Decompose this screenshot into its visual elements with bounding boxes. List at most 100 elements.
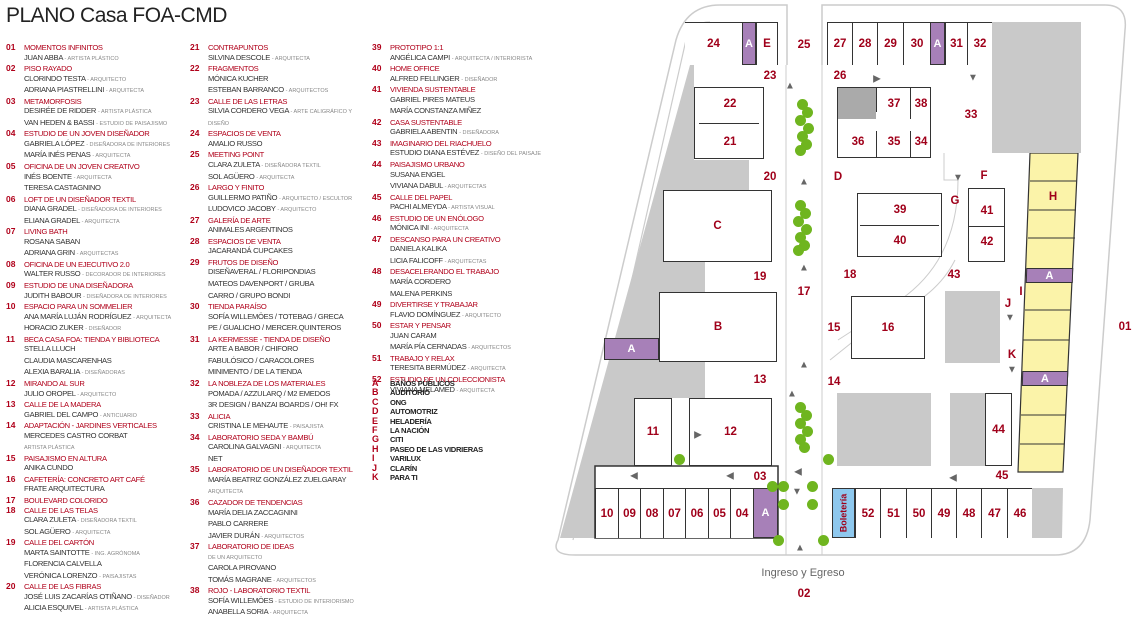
stand-31[interactable]: 31 bbox=[945, 22, 967, 65]
stand-46[interactable]: 46 bbox=[1007, 488, 1032, 538]
stand-50[interactable]: 50 bbox=[906, 488, 931, 538]
entry-number: 44 bbox=[372, 159, 382, 170]
legend-entry: 07Living bathROSANA SABAN ADRIANA GRIN -… bbox=[6, 227, 188, 260]
bathroom-a[interactable]: A bbox=[753, 488, 778, 538]
person-name: MARÍA INÉS PENAS bbox=[24, 150, 91, 160]
legend-entry: 23Calle de las letrasSILVIA CORDERO VEGA… bbox=[190, 96, 370, 130]
entry-title: Estudio de un joven diseñador bbox=[24, 129, 150, 139]
legend-entry: 09Estudio de una diseñadoraJUDITH BABOUR… bbox=[6, 280, 188, 302]
person-name: DISEÑAVERAL / FLORIPONDIAS bbox=[208, 267, 316, 277]
person-name: NET bbox=[208, 453, 223, 463]
person-name: PACHI ALMEYDA bbox=[390, 202, 447, 212]
stand-51[interactable]: 51 bbox=[880, 488, 906, 538]
person-name: ANA MARÍA LUJÁN RODRÍGUEZ bbox=[24, 311, 132, 321]
person-role: - DISEÑADORA TEXTIL bbox=[261, 163, 321, 170]
stand-08[interactable]: 08 bbox=[640, 488, 663, 538]
legend-entry: 03MetamorfosisDESIRÉE DE RIDDER - ARTIST… bbox=[6, 96, 188, 130]
stand-06[interactable]: 06 bbox=[685, 488, 708, 538]
entry-person: JUAN CARAM bbox=[390, 331, 552, 343]
stand-24[interactable]: 24 bbox=[685, 22, 742, 65]
room-11[interactable]: 11 bbox=[634, 398, 672, 466]
room-16-cafeteria[interactable]: 16 bbox=[851, 296, 925, 359]
arrow-right-icon: ▶ bbox=[694, 429, 702, 441]
entry-number: 39 bbox=[372, 42, 382, 52]
person-name: GABRIELA ABENTIN bbox=[390, 127, 458, 137]
entry-title: Meeting point bbox=[208, 150, 265, 160]
bathroom-a[interactable]: A bbox=[742, 22, 756, 65]
entry-title: Descanso para un creativo bbox=[390, 234, 501, 244]
person-name: ALICIA ESQUIVEL bbox=[24, 603, 83, 613]
room-c[interactable]: C bbox=[663, 190, 772, 262]
person-name: GABRIEL DEL CAMPO bbox=[24, 409, 99, 419]
stand-27[interactable]: 27 bbox=[827, 22, 852, 65]
stand-29[interactable]: 29 bbox=[877, 22, 903, 65]
room-12[interactable]: 12 bbox=[689, 398, 772, 466]
bathroom-a[interactable]: A bbox=[1025, 268, 1074, 283]
person-name: VIVIANA DABUL bbox=[390, 181, 443, 191]
person-name: MÓNICA INI bbox=[390, 223, 429, 233]
room-21-22[interactable]: 22 21 bbox=[694, 87, 764, 159]
area-25: 25 bbox=[797, 39, 811, 51]
entry-number: 04 bbox=[6, 128, 16, 139]
stand-30[interactable]: 30 bbox=[903, 22, 930, 65]
person-role: - ARQUITECTA bbox=[73, 174, 112, 181]
rooms-34-38[interactable]: 37 38 36 35 34 bbox=[837, 87, 931, 158]
stand-49[interactable]: 49 bbox=[931, 488, 956, 538]
entry-number: 51 bbox=[372, 352, 382, 363]
legend-entry: DAutomotriz bbox=[372, 406, 552, 416]
arrow-left-icon: ◀ bbox=[726, 470, 734, 482]
tree-icon bbox=[802, 426, 813, 437]
rooms-39-40[interactable]: 39 40 bbox=[857, 193, 942, 257]
stand-10[interactable]: 10 bbox=[595, 488, 618, 538]
entry-title: Laboratorio seda y bambú bbox=[208, 432, 314, 442]
stand-e[interactable]: E bbox=[756, 22, 778, 65]
stand-09[interactable]: 09 bbox=[618, 488, 640, 538]
entry-person: MÓNICA KUCHER bbox=[208, 74, 370, 86]
bathroom-a[interactable]: A bbox=[604, 338, 659, 360]
person-name: AMALIO RUSSO bbox=[208, 138, 263, 148]
stand-04[interactable]: 04 bbox=[730, 488, 753, 538]
ticket-office[interactable]: Boletería bbox=[832, 488, 855, 538]
person-role: - ARQUITECTO bbox=[87, 76, 127, 83]
tree-icon bbox=[807, 499, 818, 510]
legend-entry: HPaseo de las vidrieras bbox=[372, 444, 552, 454]
stand-47[interactable]: 47 bbox=[981, 488, 1007, 538]
entry-number: 26 bbox=[190, 182, 200, 193]
stand-07[interactable]: 07 bbox=[663, 488, 685, 538]
area-k: K bbox=[1007, 349, 1017, 361]
entry-number: 20 bbox=[6, 581, 16, 592]
rooms-41-42[interactable]: 41 42 bbox=[968, 188, 1005, 262]
person-name: CRISTINA LE MEHAUTE bbox=[208, 421, 288, 431]
person-name: FABULÓSICO / CARACOLORES bbox=[208, 355, 314, 365]
room-44[interactable]: 44 bbox=[985, 393, 1012, 466]
entry-title: Para Ti bbox=[390, 473, 418, 483]
stand-05[interactable]: 05 bbox=[708, 488, 730, 538]
entry-person: ANABELLA SORIA - ARQUITECTA bbox=[208, 607, 370, 619]
tree-icon bbox=[795, 402, 806, 413]
bathroom-a[interactable]: A bbox=[1021, 371, 1069, 386]
entry-title: Calle del cartón bbox=[24, 538, 94, 548]
entry-title: Largo y finito bbox=[208, 183, 265, 193]
entry-title: Espacios de venta bbox=[208, 129, 281, 139]
entry-person: MALENA PERKINS bbox=[390, 289, 552, 301]
stand-52[interactable]: 52 bbox=[855, 488, 880, 538]
bathroom-a[interactable]: A bbox=[930, 22, 945, 65]
tree-icon bbox=[795, 418, 806, 429]
entry-number: 05 bbox=[6, 161, 16, 172]
person-role: - DISEÑADORA DE INTERIORES bbox=[83, 293, 167, 300]
entry-person: JOSÉ LUIS ZACARÍAS OTIÑANO - DISEÑADOR bbox=[24, 592, 188, 604]
entry-title: La kermesse - Tienda de diseño bbox=[208, 334, 331, 344]
stand-48[interactable]: 48 bbox=[956, 488, 981, 538]
arrow-left-icon: ◀ bbox=[949, 472, 957, 484]
stand-28[interactable]: 28 bbox=[852, 22, 877, 65]
person-name: MARTA SAINTOTTE bbox=[24, 547, 90, 557]
entry-number: 28 bbox=[190, 235, 200, 246]
floor-plan-map: 24 A E 27 28 29 30 A 31 32 22 21 C B A 1… bbox=[555, 4, 1131, 600]
person-name: SOL AGÜERO bbox=[24, 526, 71, 536]
person-name: PABLO CARRERE bbox=[208, 519, 269, 529]
person-name: ROSANA SABAN bbox=[24, 236, 80, 246]
entry-number: 36 bbox=[190, 496, 200, 507]
stand-32[interactable]: 32 bbox=[967, 22, 992, 65]
entry-person: TERESA CASTAGNINO bbox=[24, 183, 188, 195]
room-b-auditorio[interactable]: B bbox=[659, 292, 777, 362]
